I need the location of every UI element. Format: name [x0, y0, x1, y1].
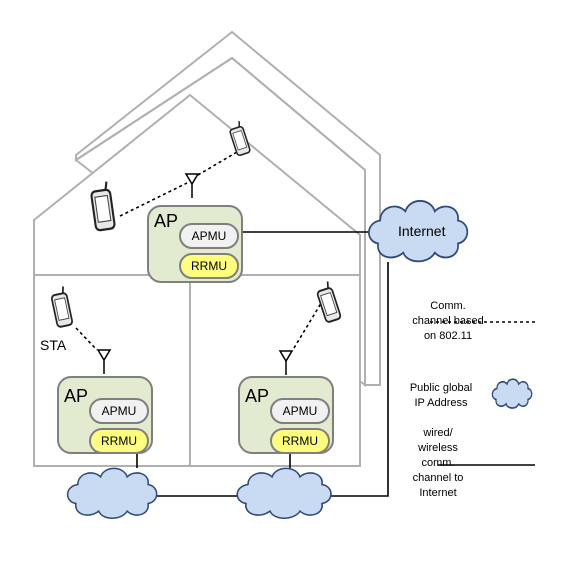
sta-label: STA: [40, 337, 67, 353]
access-point-upper: AP APMU RRMU: [147, 205, 243, 283]
legend-wired: wired/ wireless comm. channel to Interne…: [412, 427, 464, 499]
ap-title: AP: [154, 211, 179, 231]
apmu-unit: APMU: [179, 223, 239, 249]
apmu-unit: APMU: [270, 398, 330, 424]
cloud-icon: [236, 467, 332, 520]
wired-links: [136, 231, 389, 497]
rrmu-unit: RRMU: [89, 428, 149, 454]
apmu-unit: APMU: [89, 398, 149, 424]
wireless-links: [75, 151, 538, 351]
internet-label: Internet: [398, 223, 446, 239]
cloud-icon: [491, 378, 533, 409]
cloud-icon: [66, 467, 158, 519]
ap-title: AP: [64, 386, 89, 406]
rrmu-unit: RRMU: [270, 428, 330, 454]
access-point-left: AP APMU RRMU: [57, 376, 153, 454]
rrmu-unit: RRMU: [179, 253, 239, 279]
access-point-right: AP APMU RRMU: [238, 376, 334, 454]
legend-public-ip: Public global IP Address: [409, 382, 473, 409]
ap-title: AP: [245, 386, 270, 406]
legend-comm-channel: Comm. channel based on 802.11: [412, 300, 484, 342]
